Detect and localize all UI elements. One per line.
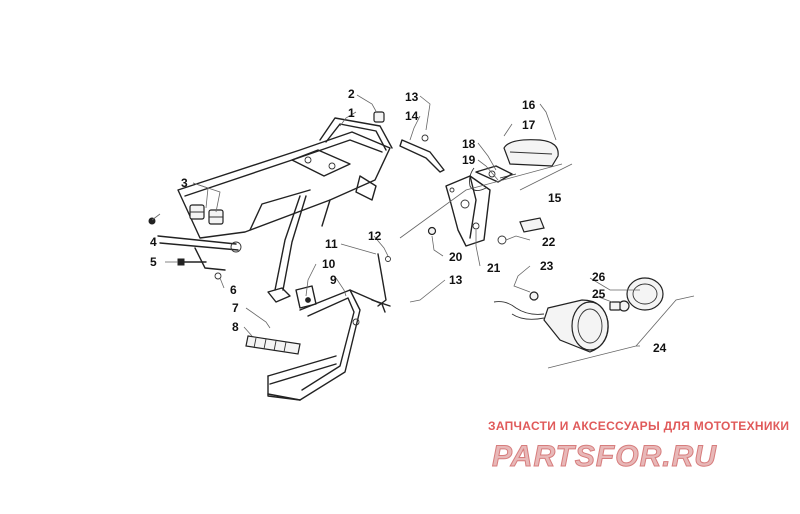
- callout-20: 20: [449, 250, 463, 264]
- callout-4: 4: [150, 235, 157, 249]
- callout-2: 2: [348, 87, 355, 101]
- turn-signal-assembly: [493, 277, 664, 353]
- callout-11: 11: [325, 237, 338, 251]
- passenger-footrest-bracket: [245, 285, 386, 401]
- front-bolts: [148, 217, 222, 280]
- watermark-logo: PARTSFOR.RU: [492, 440, 717, 473]
- frame-bushing: [373, 111, 385, 123]
- rear-frame: [157, 117, 393, 303]
- callout-23: 23: [540, 259, 554, 273]
- upper-bracket: [399, 134, 445, 173]
- callout-21: 21: [487, 261, 501, 275]
- callout-3: 3: [181, 176, 188, 190]
- callout-7: 7: [232, 301, 239, 315]
- leader-lines: [151, 94, 640, 337]
- support-strap: [371, 253, 391, 307]
- callout-13-upper: 13: [405, 90, 419, 104]
- callout-9: 9: [330, 273, 337, 287]
- callout-13-lower: 13: [449, 273, 463, 287]
- callout-1: 1: [348, 106, 355, 120]
- callout-24: 24: [653, 341, 667, 355]
- callout-18: 18: [462, 137, 476, 151]
- callout-5: 5: [150, 255, 157, 269]
- callout-6: 6: [230, 283, 237, 297]
- callout-14: 14: [405, 109, 419, 123]
- callout-labels: 1 2 3 4 5 6 7 8 9 10 11 12 13 13 14 15 1…: [150, 87, 667, 355]
- rubber-bumpers: [189, 204, 224, 225]
- watermark-tagline: ЗАПЧАСТИ И АКСЕССУАРЫ ДЛЯ МОТОТЕХНИКИ: [488, 419, 789, 433]
- callout-22: 22: [542, 235, 556, 249]
- callout-25: 25: [592, 287, 606, 301]
- callout-12: 12: [368, 229, 382, 243]
- group-brackets: [399, 163, 695, 369]
- callout-26: 26: [592, 270, 606, 284]
- callout-8: 8: [232, 320, 239, 334]
- callout-17: 17: [522, 118, 536, 132]
- callout-10: 10: [322, 257, 336, 271]
- callout-15: 15: [548, 191, 562, 205]
- callout-16: 16: [522, 98, 536, 112]
- watermark: ЗАПЧАСТИ И АКСЕССУАРЫ ДЛЯ МОТОТЕХНИКИ PA…: [488, 419, 789, 474]
- tail-light-assembly: [427, 139, 559, 247]
- callout-19: 19: [462, 153, 476, 167]
